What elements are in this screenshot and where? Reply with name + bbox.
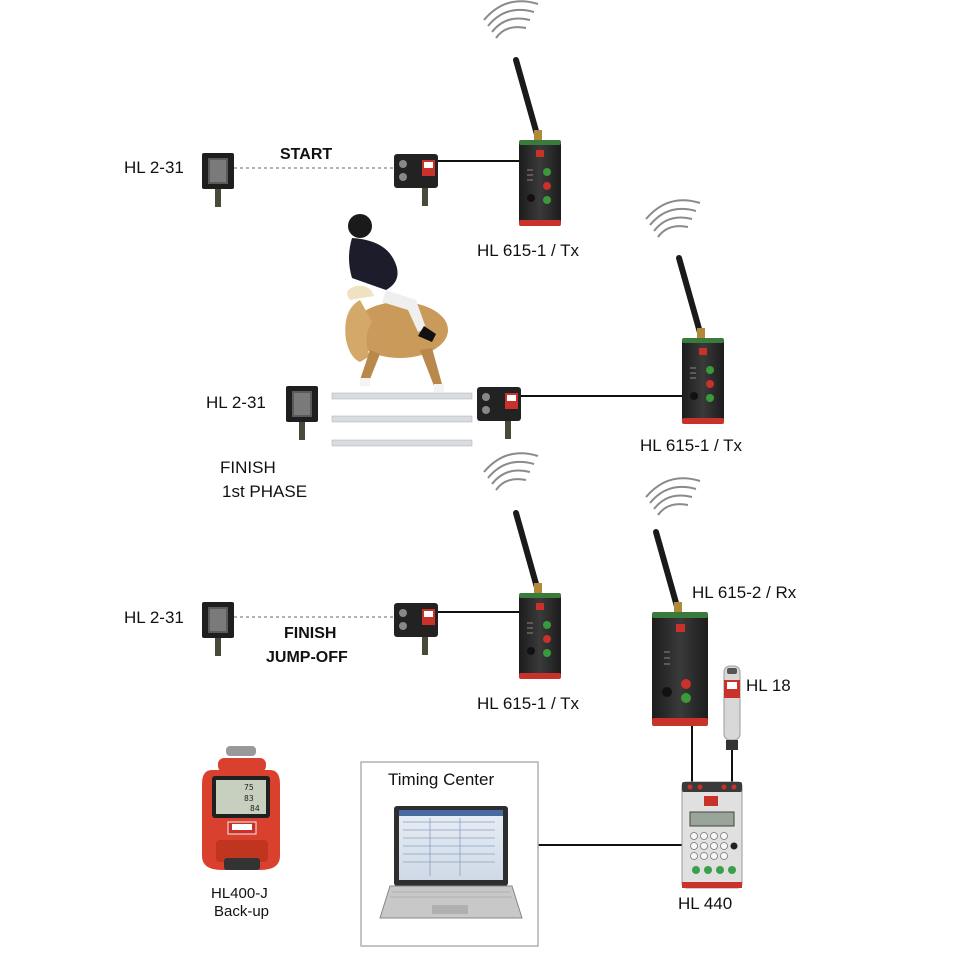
tx3-transmitter — [518, 592, 562, 680]
rx-antenna — [656, 532, 682, 616]
tx1-label: HL 615-1 / Tx — [477, 241, 580, 260]
finish1-cell-reflector — [286, 386, 318, 440]
start-label: START — [280, 146, 333, 163]
hl440-device — [681, 781, 743, 889]
tx1-transmitter — [518, 139, 562, 227]
finish-phase-label-1: FINISH — [220, 458, 276, 477]
finish-jumpoff-label-1: FINISH — [284, 625, 337, 642]
rx-radio-waves — [645, 477, 701, 516]
tx2-antenna — [679, 258, 705, 342]
backup-label-2: Back-up — [214, 903, 270, 920]
jumpoff-cell-label: HL 2-31 — [124, 608, 184, 627]
tx2-transmitter — [681, 337, 725, 425]
tx1-radio-waves — [483, 0, 539, 39]
start-cell-label: HL 2-31 — [124, 158, 184, 177]
tx1-antenna — [516, 60, 542, 144]
tx3-label: HL 615-1 / Tx — [477, 694, 580, 713]
jumpoff-cell-reflector — [202, 602, 234, 656]
finish1-cell-label: HL 2-31 — [206, 393, 266, 412]
svg-text:83: 83 — [244, 794, 254, 803]
jumpoff-photocell — [394, 603, 438, 655]
rx-receiver — [652, 612, 708, 726]
rx-label: HL 615-2 / Rx — [692, 583, 797, 602]
hl18-label: HL 18 — [746, 676, 791, 695]
laptop-icon — [379, 806, 523, 919]
start-cell-reflector — [202, 153, 234, 207]
svg-text:84: 84 — [250, 804, 260, 813]
svg-text:75: 75 — [244, 783, 254, 792]
tx2-label: HL 615-1 / Tx — [640, 436, 743, 455]
hl18-handswitch — [723, 665, 741, 750]
backup-label-1: HL400-J — [211, 885, 268, 902]
timing-center-label: Timing Center — [388, 770, 495, 789]
horse-rider-photo — [331, 214, 473, 447]
start-photocell — [394, 154, 438, 206]
finish-jumpoff-label-2: JUMP-OFF — [266, 649, 348, 666]
timing-center-box — [360, 761, 539, 947]
finish-phase-label-2: 1st PHASE — [222, 482, 308, 501]
tx3-antenna — [516, 513, 542, 597]
hl440-label: HL 440 — [678, 894, 733, 913]
finish1-photocell — [477, 387, 521, 439]
tx3-radio-waves — [483, 452, 539, 491]
tx2-radio-waves — [645, 199, 701, 238]
